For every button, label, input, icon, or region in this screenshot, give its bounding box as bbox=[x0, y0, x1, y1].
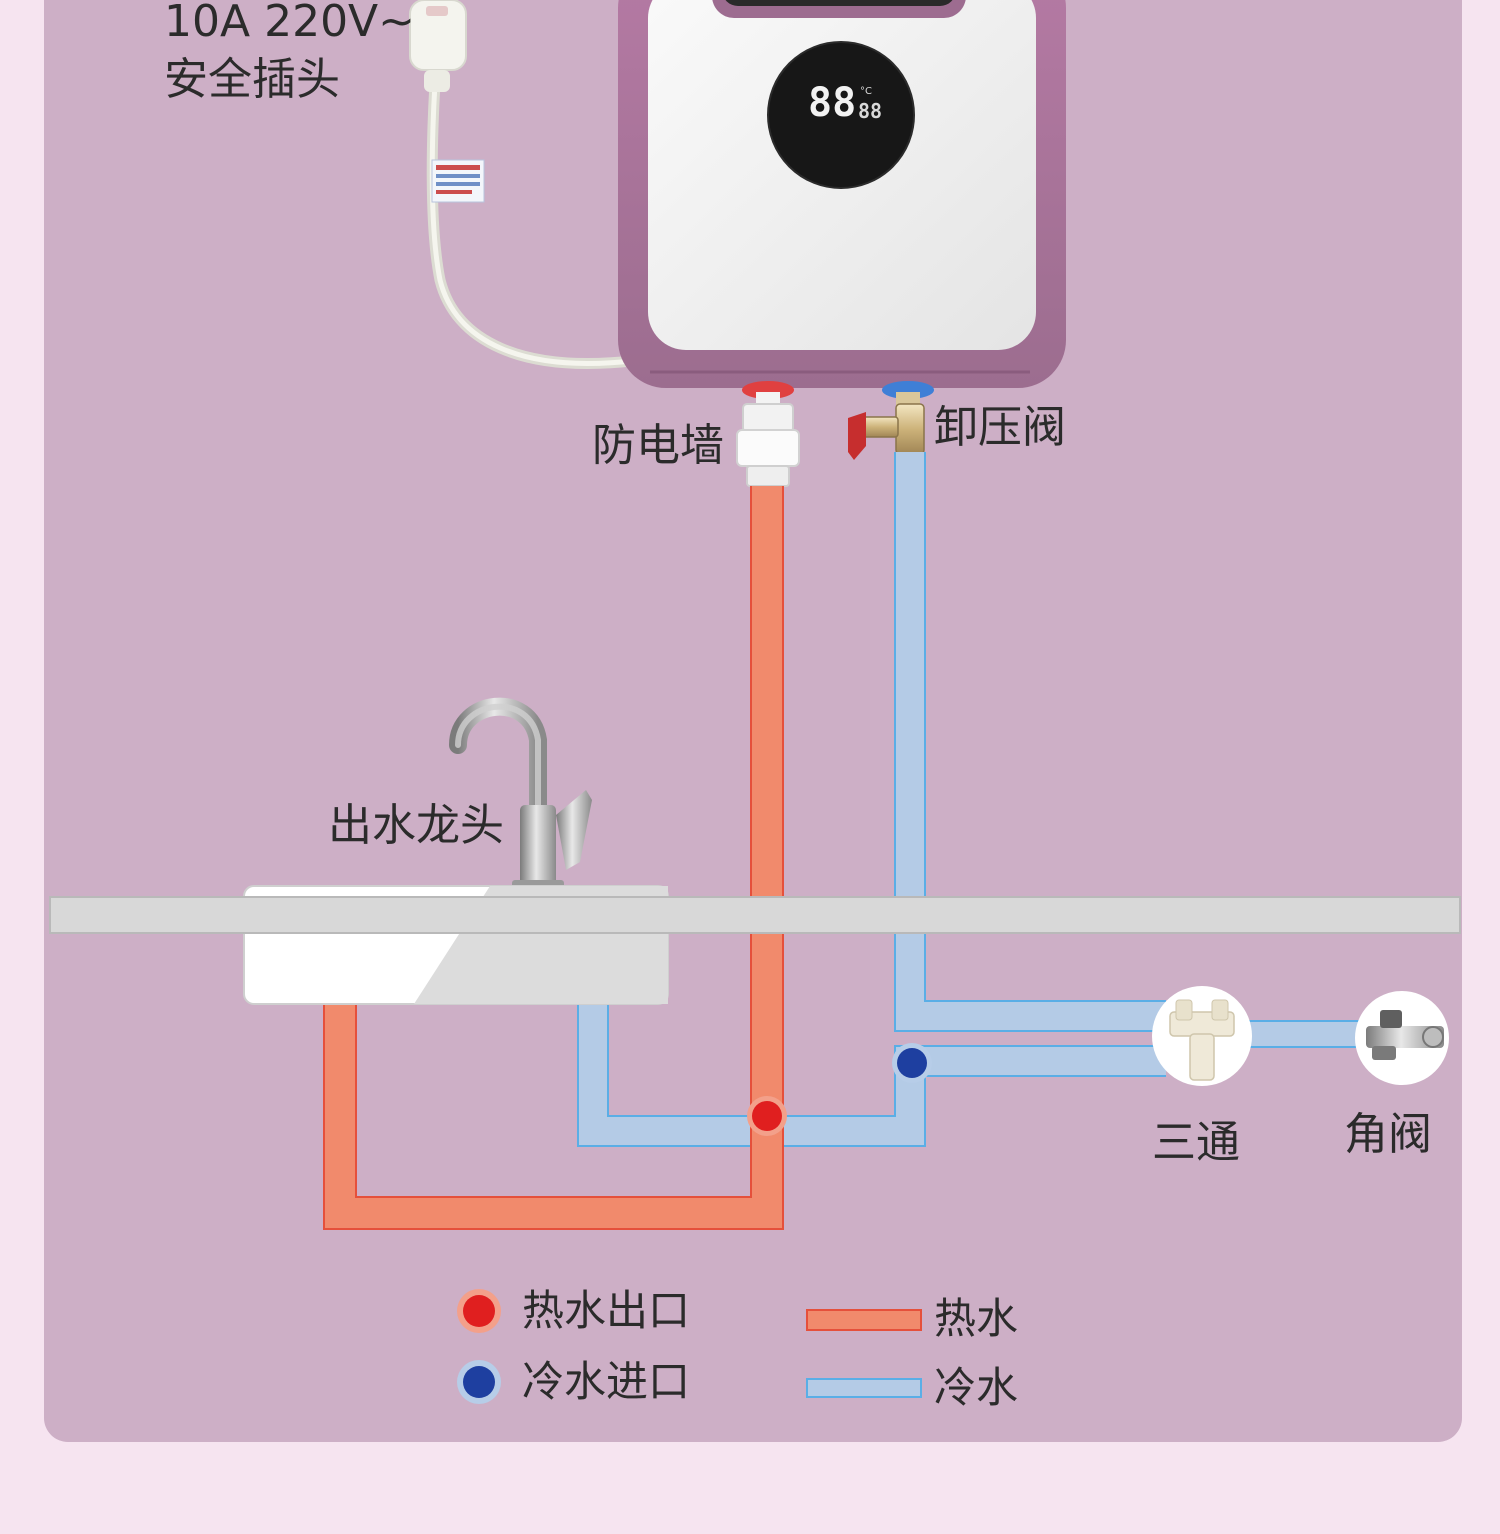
legend-cold-inlet-label: 冷水进口 bbox=[522, 1357, 691, 1406]
tee-label: 三通 bbox=[1152, 1117, 1240, 1168]
angle-valve-label: 角阀 bbox=[1344, 1109, 1432, 1160]
cold-pipe-faucet-branch bbox=[579, 1004, 1166, 1145]
display-unit: °C bbox=[860, 86, 872, 97]
cold-water-pipes bbox=[577, 452, 1362, 1147]
relief-valve-label: 卸压阀 bbox=[934, 402, 1066, 453]
display-main-digits: 88 bbox=[808, 80, 856, 126]
faucet-icon bbox=[449, 697, 592, 894]
hot-pipe-main bbox=[325, 486, 782, 1228]
faucet-label: 出水龙头 bbox=[328, 800, 504, 851]
relief-valve-icon bbox=[848, 403, 925, 460]
safety-plug-icon bbox=[409, 0, 467, 92]
anti-shock-wall-label: 防电墙 bbox=[592, 420, 724, 471]
legend-cold-dot-icon bbox=[457, 1360, 501, 1404]
plug-name-label: 安全插头 bbox=[164, 54, 340, 105]
display-sub-digits: 88 bbox=[858, 99, 882, 123]
legend-hot-water-label: 热水 bbox=[934, 1294, 1019, 1343]
power-cord bbox=[426, 34, 646, 369]
plug-spec-label: 10A 220V~ bbox=[164, 0, 416, 47]
tee-fitting-icon bbox=[1152, 986, 1252, 1086]
hot-water-pipes bbox=[323, 486, 784, 1230]
legend-hot-dot-icon bbox=[457, 1289, 501, 1333]
countertop bbox=[49, 896, 1461, 934]
angle-valve-icon bbox=[1355, 991, 1449, 1085]
legend-hot-outlet-label: 热水出口 bbox=[522, 1286, 691, 1335]
legend-hot-swatch bbox=[806, 1309, 922, 1331]
legend-cold-swatch bbox=[806, 1378, 922, 1398]
hot-outlet-port bbox=[742, 381, 794, 406]
cold-pipe-heater-supply bbox=[896, 452, 1166, 1030]
cold-inlet-port bbox=[882, 381, 934, 406]
cold-inlet-dot bbox=[892, 1043, 932, 1083]
legend-cold-water-label: 冷水 bbox=[934, 1363, 1019, 1412]
hot-outlet-dot bbox=[747, 1096, 787, 1136]
heater-display bbox=[767, 41, 915, 189]
anti-shock-wall-fitting bbox=[736, 403, 800, 487]
cord-tag-icon bbox=[431, 159, 485, 203]
